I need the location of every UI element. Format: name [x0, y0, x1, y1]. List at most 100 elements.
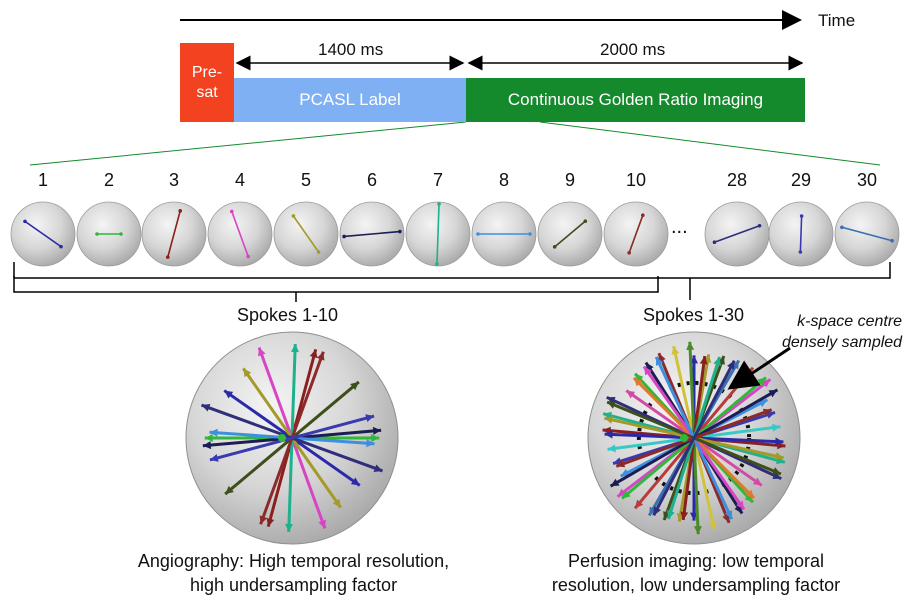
spoke-line	[714, 225, 760, 243]
spoke-line	[436, 203, 440, 265]
spoke-arrowhead	[655, 356, 664, 366]
spoke-arrowhead	[201, 404, 211, 412]
spoke-arrowhead	[626, 390, 636, 399]
spoke-arrowhead	[771, 467, 781, 475]
imaging-block: Continuous Golden Ratio Imaging	[466, 78, 805, 122]
spoke-arrowhead	[616, 459, 626, 468]
spoke-spheres	[10, 201, 900, 267]
spoke-number: 4	[234, 170, 245, 190]
spoke-arrowhead	[610, 478, 620, 487]
spoke-number: 8	[498, 170, 509, 190]
spoke-line	[344, 230, 400, 238]
spoke-tip	[165, 255, 170, 259]
spoke-arrowhead	[224, 390, 234, 399]
zoom-line-right	[539, 121, 881, 166]
spoke-arrowhead	[752, 477, 762, 486]
spoke-tip	[528, 232, 532, 236]
spoke-arrowhead	[686, 341, 695, 350]
spoke-arrowhead	[643, 366, 652, 376]
presat-label-line1: Pre-	[191, 63, 223, 81]
spoke-number: 30	[856, 170, 878, 190]
label-duration: 1400 ms	[318, 40, 384, 59]
spoke-arrowhead	[713, 356, 721, 366]
spoke-line	[628, 214, 644, 254]
spoke-arrowhead	[671, 346, 680, 355]
spoke-line	[24, 220, 62, 248]
perfusion-caption-line1: Perfusion imaging: low temporal	[567, 551, 825, 571]
spoke-number: 9	[564, 170, 575, 190]
spoke-arrowhead	[649, 506, 657, 516]
spoke-tip	[291, 214, 296, 218]
spoke-tip	[757, 223, 762, 228]
spoke-arrowhead	[318, 519, 326, 529]
imaging-duration: 2000 ms	[600, 40, 666, 59]
spoke-line	[167, 210, 181, 258]
centre-annotation: k-space centre densely sampled	[782, 311, 902, 353]
spoke-arrowhead	[775, 437, 784, 446]
spoke-tip	[799, 214, 804, 218]
spoke-tip	[59, 244, 63, 249]
group-label-spokes-1-10: Spokes 1-10	[237, 305, 339, 325]
spoke-arrowhead	[366, 439, 375, 448]
spoke-line	[292, 215, 320, 253]
spoke-arrowhead	[708, 521, 717, 530]
perfusion-caption-line2: resolution, low undersampling factor	[551, 575, 841, 595]
spoke-arrowhead	[635, 499, 644, 509]
presat-block: Pre- sat	[180, 43, 234, 122]
angiography-caption: Angiography: High temporal resolution, h…	[116, 549, 471, 597]
spoke-tip	[95, 232, 99, 236]
angiography-sphere	[185, 331, 399, 545]
spoke-arrowhead	[607, 401, 617, 409]
spoke-arrowhead	[653, 506, 661, 516]
spoke-arrowhead	[365, 414, 375, 422]
spoke-line	[841, 226, 893, 242]
spoke-arrowhead	[762, 408, 772, 417]
spoke-arrowhead	[291, 344, 300, 353]
spoke-number: 1	[37, 170, 48, 190]
spoke-arrowhead	[658, 353, 666, 363]
spoke-arrowhead	[604, 430, 613, 439]
spoke-line	[231, 211, 249, 257]
zoom-line-left	[29, 121, 467, 166]
spoke-tip	[342, 234, 346, 239]
spoke-vector	[209, 414, 375, 462]
spoke-tip	[435, 262, 439, 266]
spoke-arrowhead	[772, 423, 781, 432]
spoke-tip	[627, 250, 631, 255]
spoke-tip	[476, 232, 480, 236]
spoke-arrowhead	[373, 464, 383, 472]
spoke-tip	[583, 219, 588, 223]
centre-annotation-line1: k-space centre	[797, 313, 903, 330]
perfusion-caption: Perfusion imaging: low temporal resoluti…	[530, 549, 862, 597]
time-axis-label: Time	[818, 11, 856, 30]
angiography-caption-line2: high undersampling factor	[189, 575, 398, 595]
spoke-arrowhead	[606, 397, 616, 405]
spoke-arrowhead	[772, 471, 782, 479]
sphere-centre-dot	[278, 434, 286, 442]
spoke-arrowhead	[209, 428, 218, 437]
spoke-arrowhead	[258, 347, 266, 357]
spoke-arrowhead	[225, 485, 234, 495]
spoke-arrowhead	[372, 426, 382, 435]
spoke-arrowhead	[209, 454, 219, 462]
spoke-vector	[652, 359, 736, 517]
spoke-tip	[178, 209, 183, 213]
spoke-line	[799, 215, 803, 253]
pcasl-block: PCASL Label	[234, 78, 466, 122]
spoke-ellipsis: ...	[671, 216, 688, 238]
spoke-number: 7	[432, 170, 443, 190]
spoke-arrowhead	[620, 468, 630, 477]
centre-ring	[636, 380, 752, 496]
angiography-caption-line1: Angiography: High temporal resolution,	[137, 551, 450, 571]
spoke-arrowhead	[266, 517, 275, 527]
spoke-tip	[229, 209, 234, 214]
centre-annotation-line2: densely sampled	[782, 334, 903, 351]
spoke-arrowhead	[607, 444, 616, 453]
group-label-spokes-1-30: Spokes 1-30	[643, 305, 745, 325]
spoke-number: 10	[625, 170, 647, 190]
spoke-number: 3	[168, 170, 179, 190]
spoke-arrowhead	[332, 498, 341, 508]
spoke-line	[554, 220, 586, 248]
spoke-tip	[890, 238, 894, 243]
